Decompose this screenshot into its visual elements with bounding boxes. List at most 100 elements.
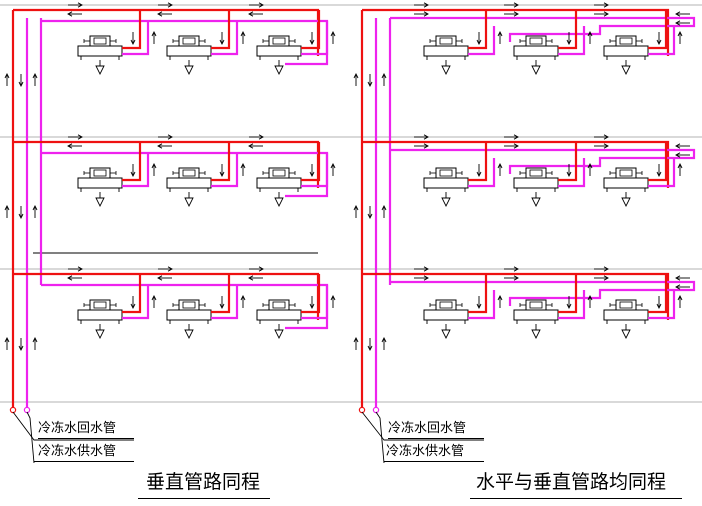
left-floor-3-unit-1-fan-box — [89, 299, 111, 311]
left-diagram-title: 垂直管路同程 — [146, 471, 261, 493]
left-floor-2-supply-column-arrow-head — [32, 204, 38, 211]
left-floor-1-unit-2-fan — [182, 37, 196, 45]
left-floor-3-unit-2-ret-arrow-head — [167, 266, 173, 272]
left-floor-2-unit-1-return-branch — [122, 142, 142, 182]
right-floor-2-unit-2-fan — [529, 169, 543, 177]
left-floor-3-unit-1-supply-branch — [122, 285, 150, 320]
right-return-label-underline — [388, 438, 484, 439]
right-floor-3-unit-3-flow-up-head — [677, 294, 683, 301]
left-floor-3-supply-column-arrow-head — [32, 336, 38, 343]
left-floor-1-unit-2-fan-box — [178, 35, 200, 47]
right-floor-1-unit-3-ret-arrow-head — [603, 2, 609, 8]
right-floor-3-unit-1-supply-branch — [468, 290, 496, 320]
left-floor-2-unit-3-drain-arrow — [274, 197, 284, 208]
right-floor-1-unit-3-fan-box — [615, 35, 637, 47]
right-floor-1-unit-3-fan — [619, 37, 633, 45]
right-floor-2-unit-3-fan-box — [615, 167, 637, 179]
left-floor-2-unit-1-flow-down-head — [130, 171, 136, 178]
left-floor-3-unit-2-fan — [182, 301, 196, 309]
right-floor-2-unit-1-flow-down-head — [476, 171, 482, 178]
right-floor-1-supply-column-arrow-head — [381, 72, 387, 79]
left-floor-1-unit-3-fan-box — [268, 35, 290, 47]
right-floor-2-unit-2-ret-arrow-head — [513, 134, 519, 140]
left-floor-2-unit-3-flow-up-head — [330, 162, 336, 169]
left-floor-2-unit-1-drain-arrow — [95, 197, 105, 208]
left-floor-2-unit-2-return-branch — [211, 142, 231, 182]
left-floor-3-unit-2-sup-arrow-head — [157, 275, 163, 281]
left-floor-2-unit-3-flow-down-head — [309, 171, 315, 178]
left-floor-1-unit-1-fan — [93, 37, 107, 45]
left-floor-2-unit-2-body — [166, 177, 212, 189]
right-floor-3-unit-1-ret-arrow-head — [423, 266, 429, 272]
left-floor-3-unit-2-drain-arrow — [184, 329, 194, 340]
left-floor-2-unit-1-sup-arrow-head — [67, 143, 73, 149]
left-supply-label-underline — [34, 461, 134, 462]
left-floor-1-unit-3-ret-arrow-head — [258, 2, 264, 8]
left-floor-2-unit-1-fan-box — [89, 167, 111, 179]
left-floor-2-unit-2-sup-arrow-head — [157, 143, 163, 149]
left-floor-3-unit-2-supply-branch — [211, 285, 239, 320]
left-floor-3-unit-1-ret-arrow-head — [77, 266, 83, 272]
left-floor-3-unit-3-drain-arrow — [274, 329, 284, 340]
right-floor-2-unit-3-drain-arrow — [621, 197, 631, 208]
right-floor-2-unit-1-body — [423, 177, 469, 189]
right-floor-1-unit-3-supply-branch — [648, 26, 676, 56]
left-floor-2-unit-1-supply-branch — [122, 153, 150, 188]
left-floor-2-unit-2-fan — [182, 169, 196, 177]
right-floor-2-unit-3-ret-arrow-head — [603, 134, 609, 140]
right-diagram-title: 水平与垂直管路均同程 — [476, 471, 667, 493]
left-floor-1-unit-2-drain-arrow — [184, 65, 194, 76]
right-floor-1-unit-2-body — [513, 45, 559, 57]
left-floor-1-unit-1-drain-arrow — [95, 65, 105, 76]
right-supply-leader — [375, 411, 385, 464]
right-return-leader — [361, 411, 484, 441]
right-floor-2-unit-3-return-branch — [648, 142, 668, 182]
left-floor-3-unit-2-body — [166, 309, 212, 321]
left-floor-3-unit-1-drain-arrow — [95, 329, 105, 340]
left-supply-leader — [26, 411, 35, 464]
right-floor-1-unit-1-ret-arrow-head — [423, 2, 429, 8]
left-floor-1-unit-1-supply-branch — [122, 21, 150, 56]
left-floor-2-unit-3-return-branch — [301, 142, 321, 182]
left-floor-3-unit-1-return-branch — [122, 274, 142, 314]
right-floor-2-supply-column-arrow-head — [381, 204, 387, 211]
left-floor-1-unit-1-return-branch — [122, 10, 142, 50]
right-floor-3-supply-riser-arrow-head — [367, 345, 373, 352]
left-floor-3-unit-3-supply-branch — [301, 285, 329, 320]
right-return-riser-end — [358, 406, 366, 414]
left-floor-3-unit-1-sup-arrow-head — [67, 275, 73, 281]
right-floor-3-end-arrow-2-head — [675, 284, 681, 290]
left-floor-1-unit-2-return-branch — [211, 10, 231, 50]
right-floor-3-unit-2-fan-box — [525, 299, 547, 311]
right-floor-3-unit-3-sup-arrow-head — [603, 275, 609, 281]
right-floor-3-supply-header — [390, 280, 696, 306]
right-floor-2-unit-3-sup-arrow-head — [603, 143, 609, 149]
right-floor-3-unit-2-sup-arrow-head — [513, 275, 519, 281]
right-floor-2-unit-2-sup-arrow-head — [513, 143, 519, 149]
left-floor-1-supply-column-arrow-head — [32, 72, 38, 79]
right-floor-1-unit-2-sup-arrow-head — [513, 11, 519, 17]
left-floor-1-unit-3-fan — [272, 37, 286, 45]
right-floor-3-unit-3-supply-branch — [648, 290, 676, 320]
right-floor-1-unit-1-fan-box — [435, 35, 457, 47]
right-floor-3-return-riser-arrow-head — [353, 336, 359, 343]
right-floor-1-unit-2-supply-branch — [558, 26, 586, 56]
right-floor-2-unit-1-fan-box — [435, 167, 457, 179]
left-floor-3-unit-3-fan-box — [268, 299, 290, 311]
left-floor-1-unit-3-flow-down-head — [309, 39, 315, 46]
left-floor-1-unit-3-sup-arrow-head — [248, 11, 254, 17]
right-floor-3-unit-2-body — [513, 309, 559, 321]
right-floor-2-unit-2-body — [513, 177, 559, 189]
right-floor-1-unit-3-return-branch — [648, 10, 668, 50]
right-floor-3-unit-3-drain-arrow — [621, 329, 631, 340]
left-floor-3-unit-1-fan — [93, 301, 107, 309]
right-floor-3-unit-1-sup-arrow-head — [423, 275, 429, 281]
right-title-underline — [470, 498, 682, 499]
right-floor-2-end-arrow-2-head — [675, 152, 681, 158]
right-floor-1-unit-1-drain-arrow — [441, 65, 451, 76]
right-floor-2-unit-1-flow-up-head — [497, 162, 503, 169]
right-return-label: 冷冻水回水管 — [388, 421, 467, 436]
left-floor-1-unit-2-flow-up-head — [240, 30, 246, 37]
left-floor-1-unit-1-flow-up-head — [151, 30, 157, 37]
right-floor-1-supply-header — [390, 16, 696, 42]
